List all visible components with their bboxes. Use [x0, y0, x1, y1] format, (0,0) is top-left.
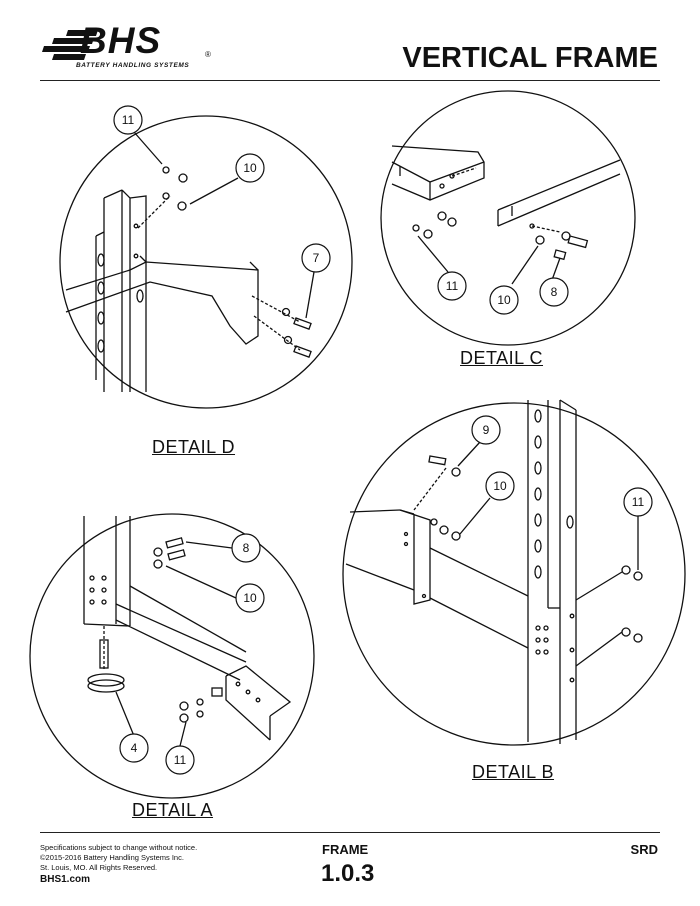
- callout-b-9: 9: [471, 415, 501, 445]
- detail-a-drawing: [29, 513, 315, 799]
- callout-label: 7: [313, 251, 320, 265]
- callout-label: 10: [497, 293, 511, 307]
- callout-label: 11: [122, 113, 135, 127]
- callout-label: 11: [174, 753, 187, 767]
- footer-divider: [40, 832, 660, 833]
- callout-label: 10: [243, 161, 257, 175]
- callout-b-10: 10: [485, 471, 515, 501]
- footer-notes: Specifications subject to change without…: [40, 843, 197, 885]
- detail-c-drawing: [380, 90, 636, 346]
- detail-b-drawing: [342, 399, 686, 746]
- footer-page-number: 1.0.3: [321, 860, 375, 887]
- detail-c-label: DETAIL C: [460, 348, 544, 368]
- callout-a-4: 4: [119, 733, 149, 763]
- callout-label: 8: [551, 285, 558, 299]
- callout-label: 8: [243, 541, 250, 555]
- callout-d-7: 7: [301, 243, 331, 273]
- logo-text: BHS: [80, 20, 162, 61]
- callout-a-11: 11: [165, 745, 195, 775]
- callout-c-8: 8: [539, 277, 569, 307]
- footer-note-line: Specifications subject to change without…: [40, 843, 198, 852]
- callout-label: 10: [243, 591, 257, 605]
- speed-lines-icon: [42, 30, 98, 60]
- detail-a-label: DETAIL A: [132, 800, 214, 820]
- logo-registered-mark: ®: [205, 50, 211, 59]
- callout-label: 11: [446, 279, 459, 293]
- header-divider: [40, 80, 660, 81]
- callout-c-11: 11: [437, 271, 467, 301]
- callout-label: 11: [632, 495, 645, 509]
- callout-a-8: 8: [231, 533, 261, 563]
- footer-model-code: SRD: [630, 842, 658, 857]
- bhs-logo: [40, 18, 220, 74]
- footer-section-name: FRAME: [322, 842, 369, 857]
- footer-website: BHS1.com: [40, 874, 91, 885]
- callout-c-10: 10: [489, 285, 519, 315]
- detail-b-label: DETAIL B: [472, 762, 555, 782]
- logo-tagline: BATTERY HANDLING SYSTEMS: [76, 62, 190, 69]
- callout-label: 10: [493, 479, 507, 493]
- callout-b-11: 11: [623, 487, 653, 517]
- detail-d-label: DETAIL D: [152, 437, 236, 457]
- detail-d-drawing: [59, 115, 353, 409]
- callout-label: 4: [131, 741, 138, 755]
- callout-a-10: 10: [235, 583, 265, 613]
- footer-note-line: ©2015-2016 Battery Handling Systems Inc.: [40, 853, 184, 862]
- callout-d-10: 10: [235, 153, 265, 183]
- page-title: VERTICAL FRAME: [402, 42, 658, 74]
- callout-d-11: 11: [113, 105, 143, 135]
- callout-label: 9: [483, 423, 490, 437]
- footer-note-line: St. Louis, MO. All Rights Reserved.: [40, 863, 158, 872]
